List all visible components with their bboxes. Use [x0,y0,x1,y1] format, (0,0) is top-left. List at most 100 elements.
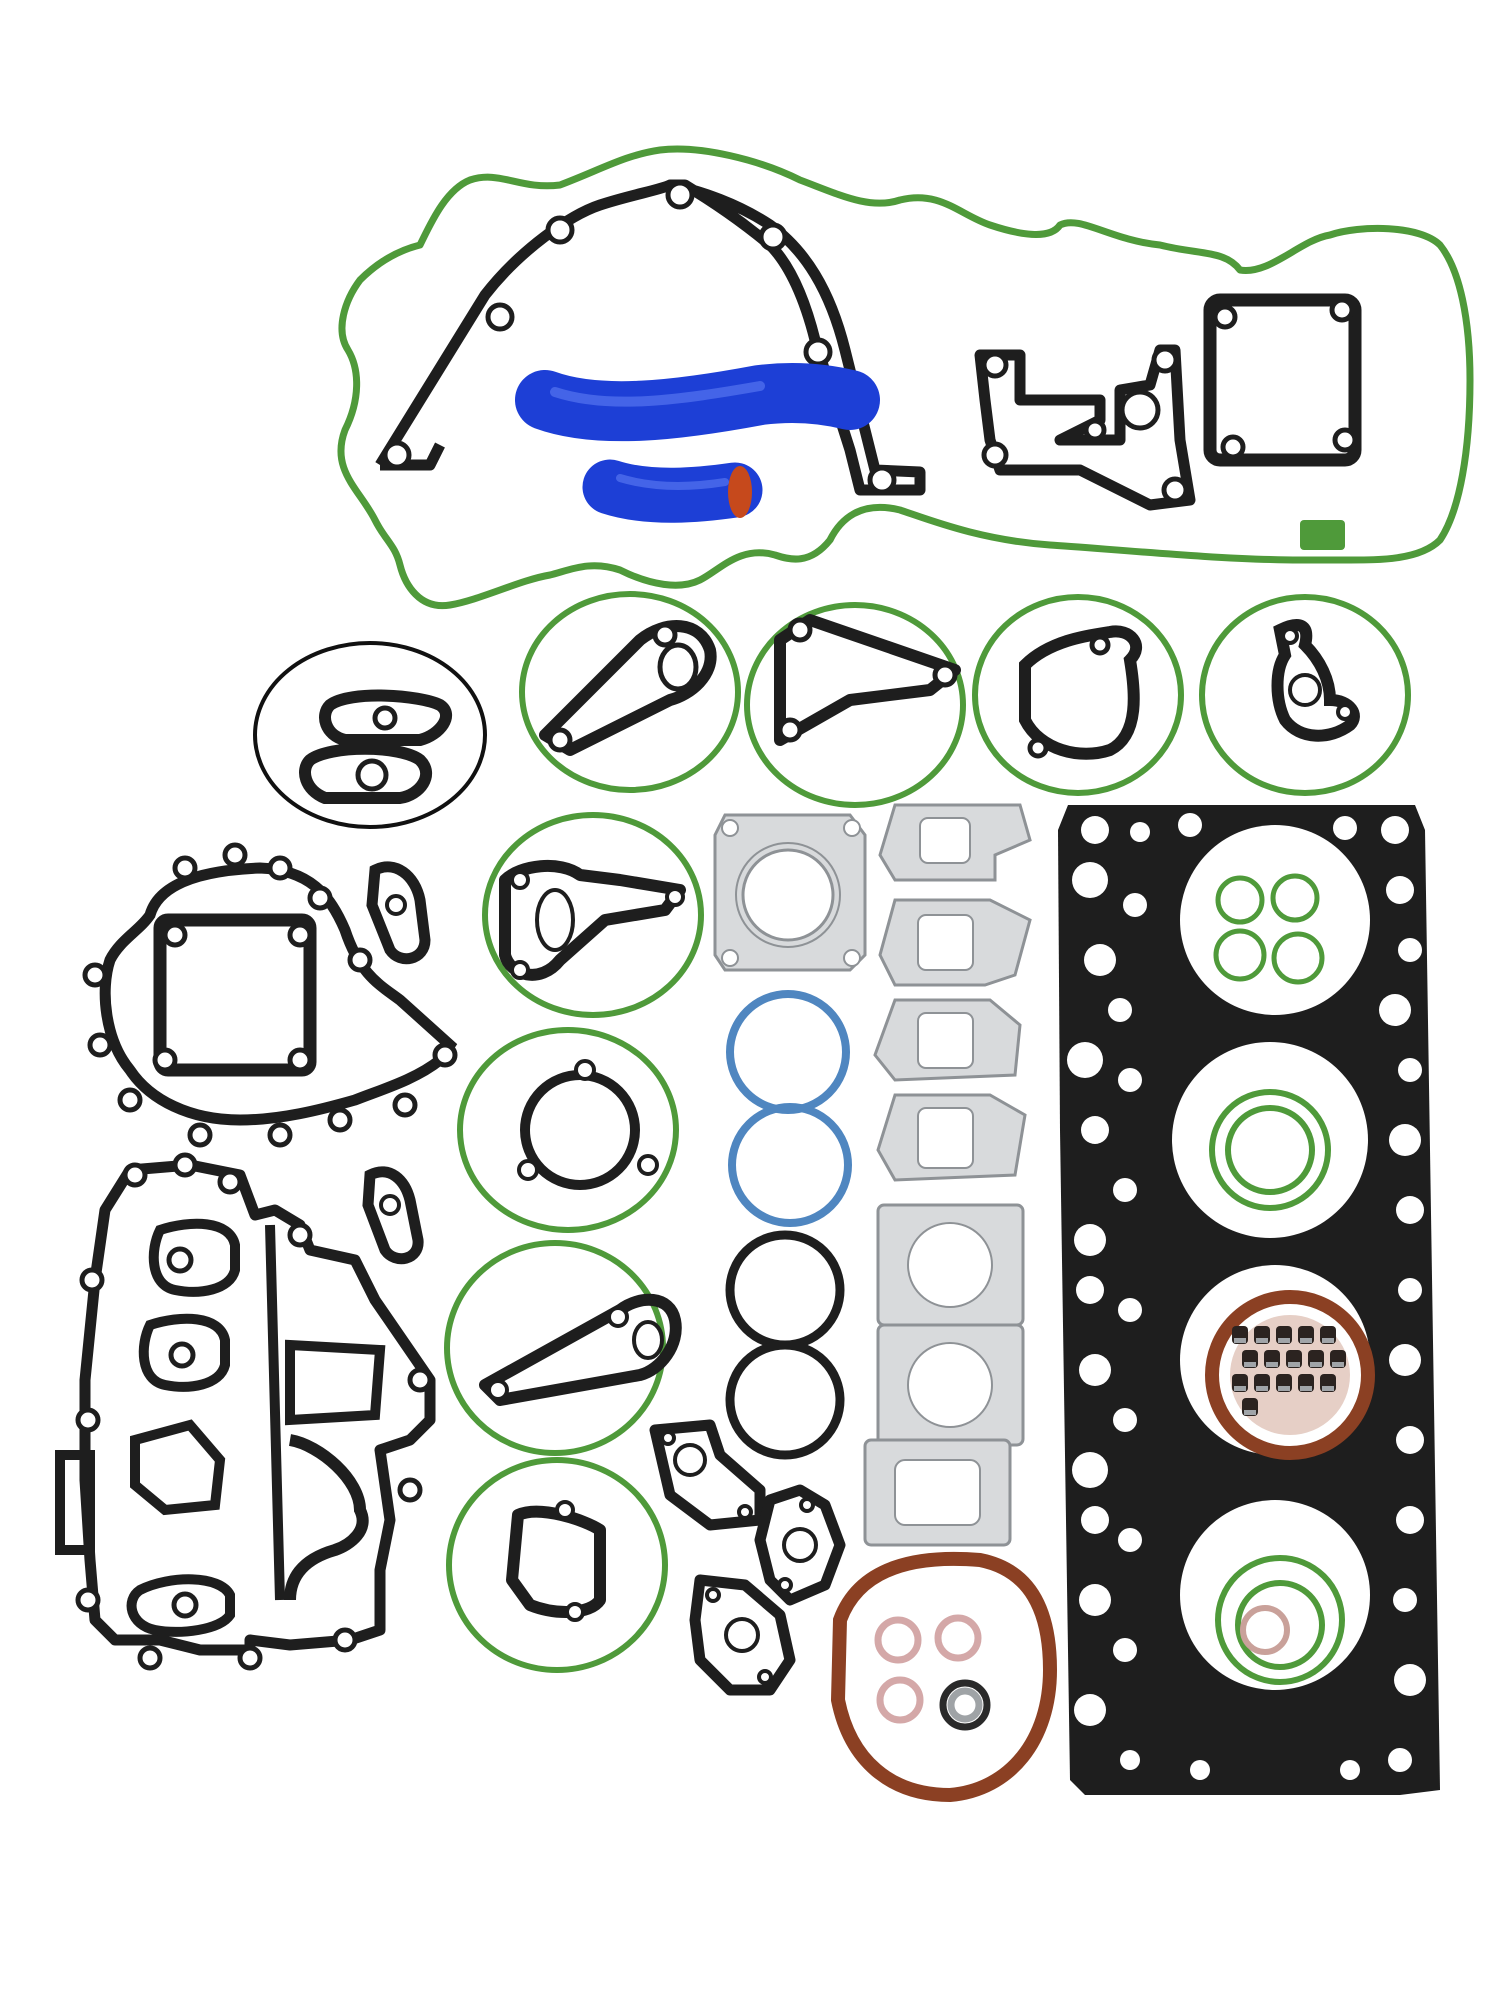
small-black-gasket-holes [660,1430,818,1685]
head-gasket-hole [1386,876,1414,904]
head-gasket-hole [1074,1694,1106,1726]
head-gasket-hole [1389,1344,1421,1376]
head-gasket-hole [1190,1760,1210,1780]
square-gasket-holes [1212,297,1358,460]
valve-stem-seal [1242,1350,1258,1368]
valve-stem-seal [1320,1326,1336,1344]
silver-exhaust-gasket-7 [863,1438,1012,1547]
blue-orings [726,990,852,1227]
cyl4-green-orings [1215,1555,1345,1685]
valve-stem-seal [1286,1350,1302,1368]
green-oring-bag-6 [457,1027,679,1233]
valve-stem-seal [1254,1374,1270,1392]
water-pump-holes [82,842,458,1148]
green-oring-bag-5 [482,812,704,1018]
head-gasket-hole [1072,1452,1108,1488]
valve-stem-seal [1298,1374,1314,1392]
turbo-oil-gasket [1271,619,1360,742]
head-gasket-hole [1118,1528,1142,1552]
green-oring-bag-7 [444,1240,682,1456]
oil-cooler-divider [265,1224,386,1601]
silver-exhaust-gasket-4 [876,1093,1027,1182]
head-gasket-hole [1130,822,1150,842]
oil-cooler-holes [75,1152,433,1671]
head-gasket-holes [1067,813,1426,1780]
green-oring-bag-4 [1199,594,1411,796]
green-oring-bag-3 [972,594,1184,796]
hose-long [515,362,880,442]
head-gasket-hole [1389,1124,1421,1156]
valve-stem-seal [1276,1326,1292,1344]
valve-stem-seal [1232,1326,1248,1344]
timing-cover-green-seal [337,145,1474,610]
thin-black-oring [253,641,487,829]
head-gasket-hole [1381,816,1409,844]
valve-stem-seal [1320,1374,1336,1392]
head-gasket-hole [1113,1638,1137,1662]
head-gasket-hole [1072,862,1108,898]
silver-turbo-gasket [713,813,867,972]
hose-short [582,459,763,523]
thin-black-ring-bag [253,641,487,829]
head-gasket-hole [1081,816,1109,844]
valve-stem-seal [1242,1398,1258,1416]
green-oring-bag-1 [519,591,741,793]
head-gasket-hole [1396,1196,1424,1224]
head-gasket-hole [1079,1354,1111,1386]
valve-stem-seal [1264,1350,1280,1368]
green-oring-bag-8 [446,1457,668,1673]
head-gasket-hole [1118,1068,1142,1092]
silver-exhaust-gasket-3 [873,998,1022,1082]
head-gasket-hole [1084,944,1116,976]
oil-cooler-tab [55,1450,95,1555]
head-gasket-hole [1076,1276,1104,1304]
head-gasket-hole [1067,1042,1103,1078]
cylinder-head-gasket [1058,805,1440,1795]
egr-flange-gasket [1019,625,1142,760]
head-gasket-hole [1379,994,1411,1026]
valve-stem-seals [1232,1326,1346,1416]
thermostat-gasket-holes [981,346,1189,504]
valve-stem-seal [1298,1326,1314,1344]
head-gasket-hole [1398,938,1422,962]
head-gasket-hole [1394,1664,1426,1696]
square-flange-gasket [1203,293,1362,467]
head-gasket-hole [1113,1178,1137,1202]
water-pump-inner-square [153,913,317,1077]
head-gasket-hole [1081,1506,1109,1534]
oil-cooler-gasket [55,1152,436,1671]
head-gasket-hole [1120,1750,1140,1770]
head-gasket-hole [1123,893,1147,917]
valve-stem-seal [1308,1350,1324,1368]
head-gasket-hole [1074,1224,1106,1256]
head-gasket-hole [1113,1408,1137,1432]
hose-long-highlight [550,381,765,407]
head-gasket-hole [1398,1278,1422,1302]
small-black-gaskets [649,1419,846,1696]
head-gasket-hole [1178,813,1202,837]
valve-stem-seal [1330,1350,1346,1368]
black-orings [725,1230,845,1460]
copper-washers [874,1614,991,1731]
rear-crank-seal-bag [830,1551,1058,1803]
silver-exhaust-gasket-1 [878,803,1032,882]
head-gasket-hole [1340,1760,1360,1780]
green-oring-bag-2 [744,602,966,808]
head-gasket-hole [1118,1298,1142,1322]
silver-exhaust-gasket-2 [878,898,1032,987]
silver-exhaust-gasket-6 [876,1323,1025,1447]
silver-gaskets [713,803,1032,1547]
coolant-hoses [515,362,880,523]
head-gasket-hole [1393,1588,1417,1612]
head-gasket-hole [1079,1584,1111,1616]
valve-stem-seal [1276,1374,1292,1392]
small-oval-gasket-2 [299,742,432,804]
head-gasket-hole [1396,1426,1424,1454]
head-gasket-hole [1108,998,1132,1022]
cyl3-crank-seal [1205,1290,1375,1460]
timing-cover-bolt-holes [382,180,897,495]
head-gasket-hole [1398,1058,1422,1082]
oil-cooler-channel [284,1434,369,1601]
silver-exhaust-gasket-5 [876,1203,1025,1327]
